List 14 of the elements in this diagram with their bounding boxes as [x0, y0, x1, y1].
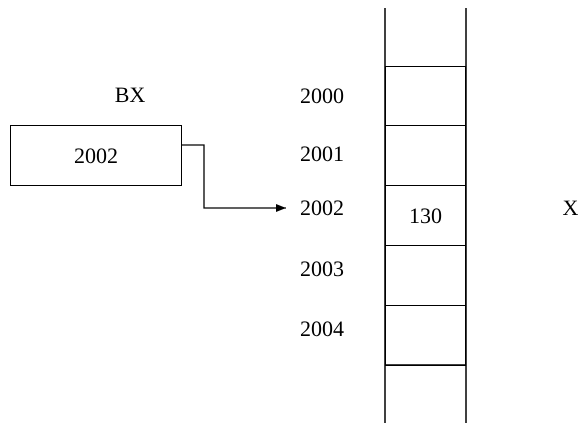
address-label: 2002: [290, 192, 354, 224]
address-label: 2004: [299, 315, 345, 343]
variable-name: X: [562, 194, 580, 222]
memory-cell: [385, 125, 466, 186]
register-box: 2002: [10, 125, 182, 186]
address-label: 2000: [299, 82, 345, 110]
memory-cell: [385, 245, 466, 306]
memory-cell: [385, 305, 466, 366]
register-name: BX: [114, 80, 146, 108]
arrow: [182, 144, 286, 212]
address-label: 2003: [299, 255, 345, 283]
memory-cell: [385, 66, 466, 126]
address-label: 2001: [299, 140, 345, 168]
memory-cell: 130: [385, 185, 466, 246]
